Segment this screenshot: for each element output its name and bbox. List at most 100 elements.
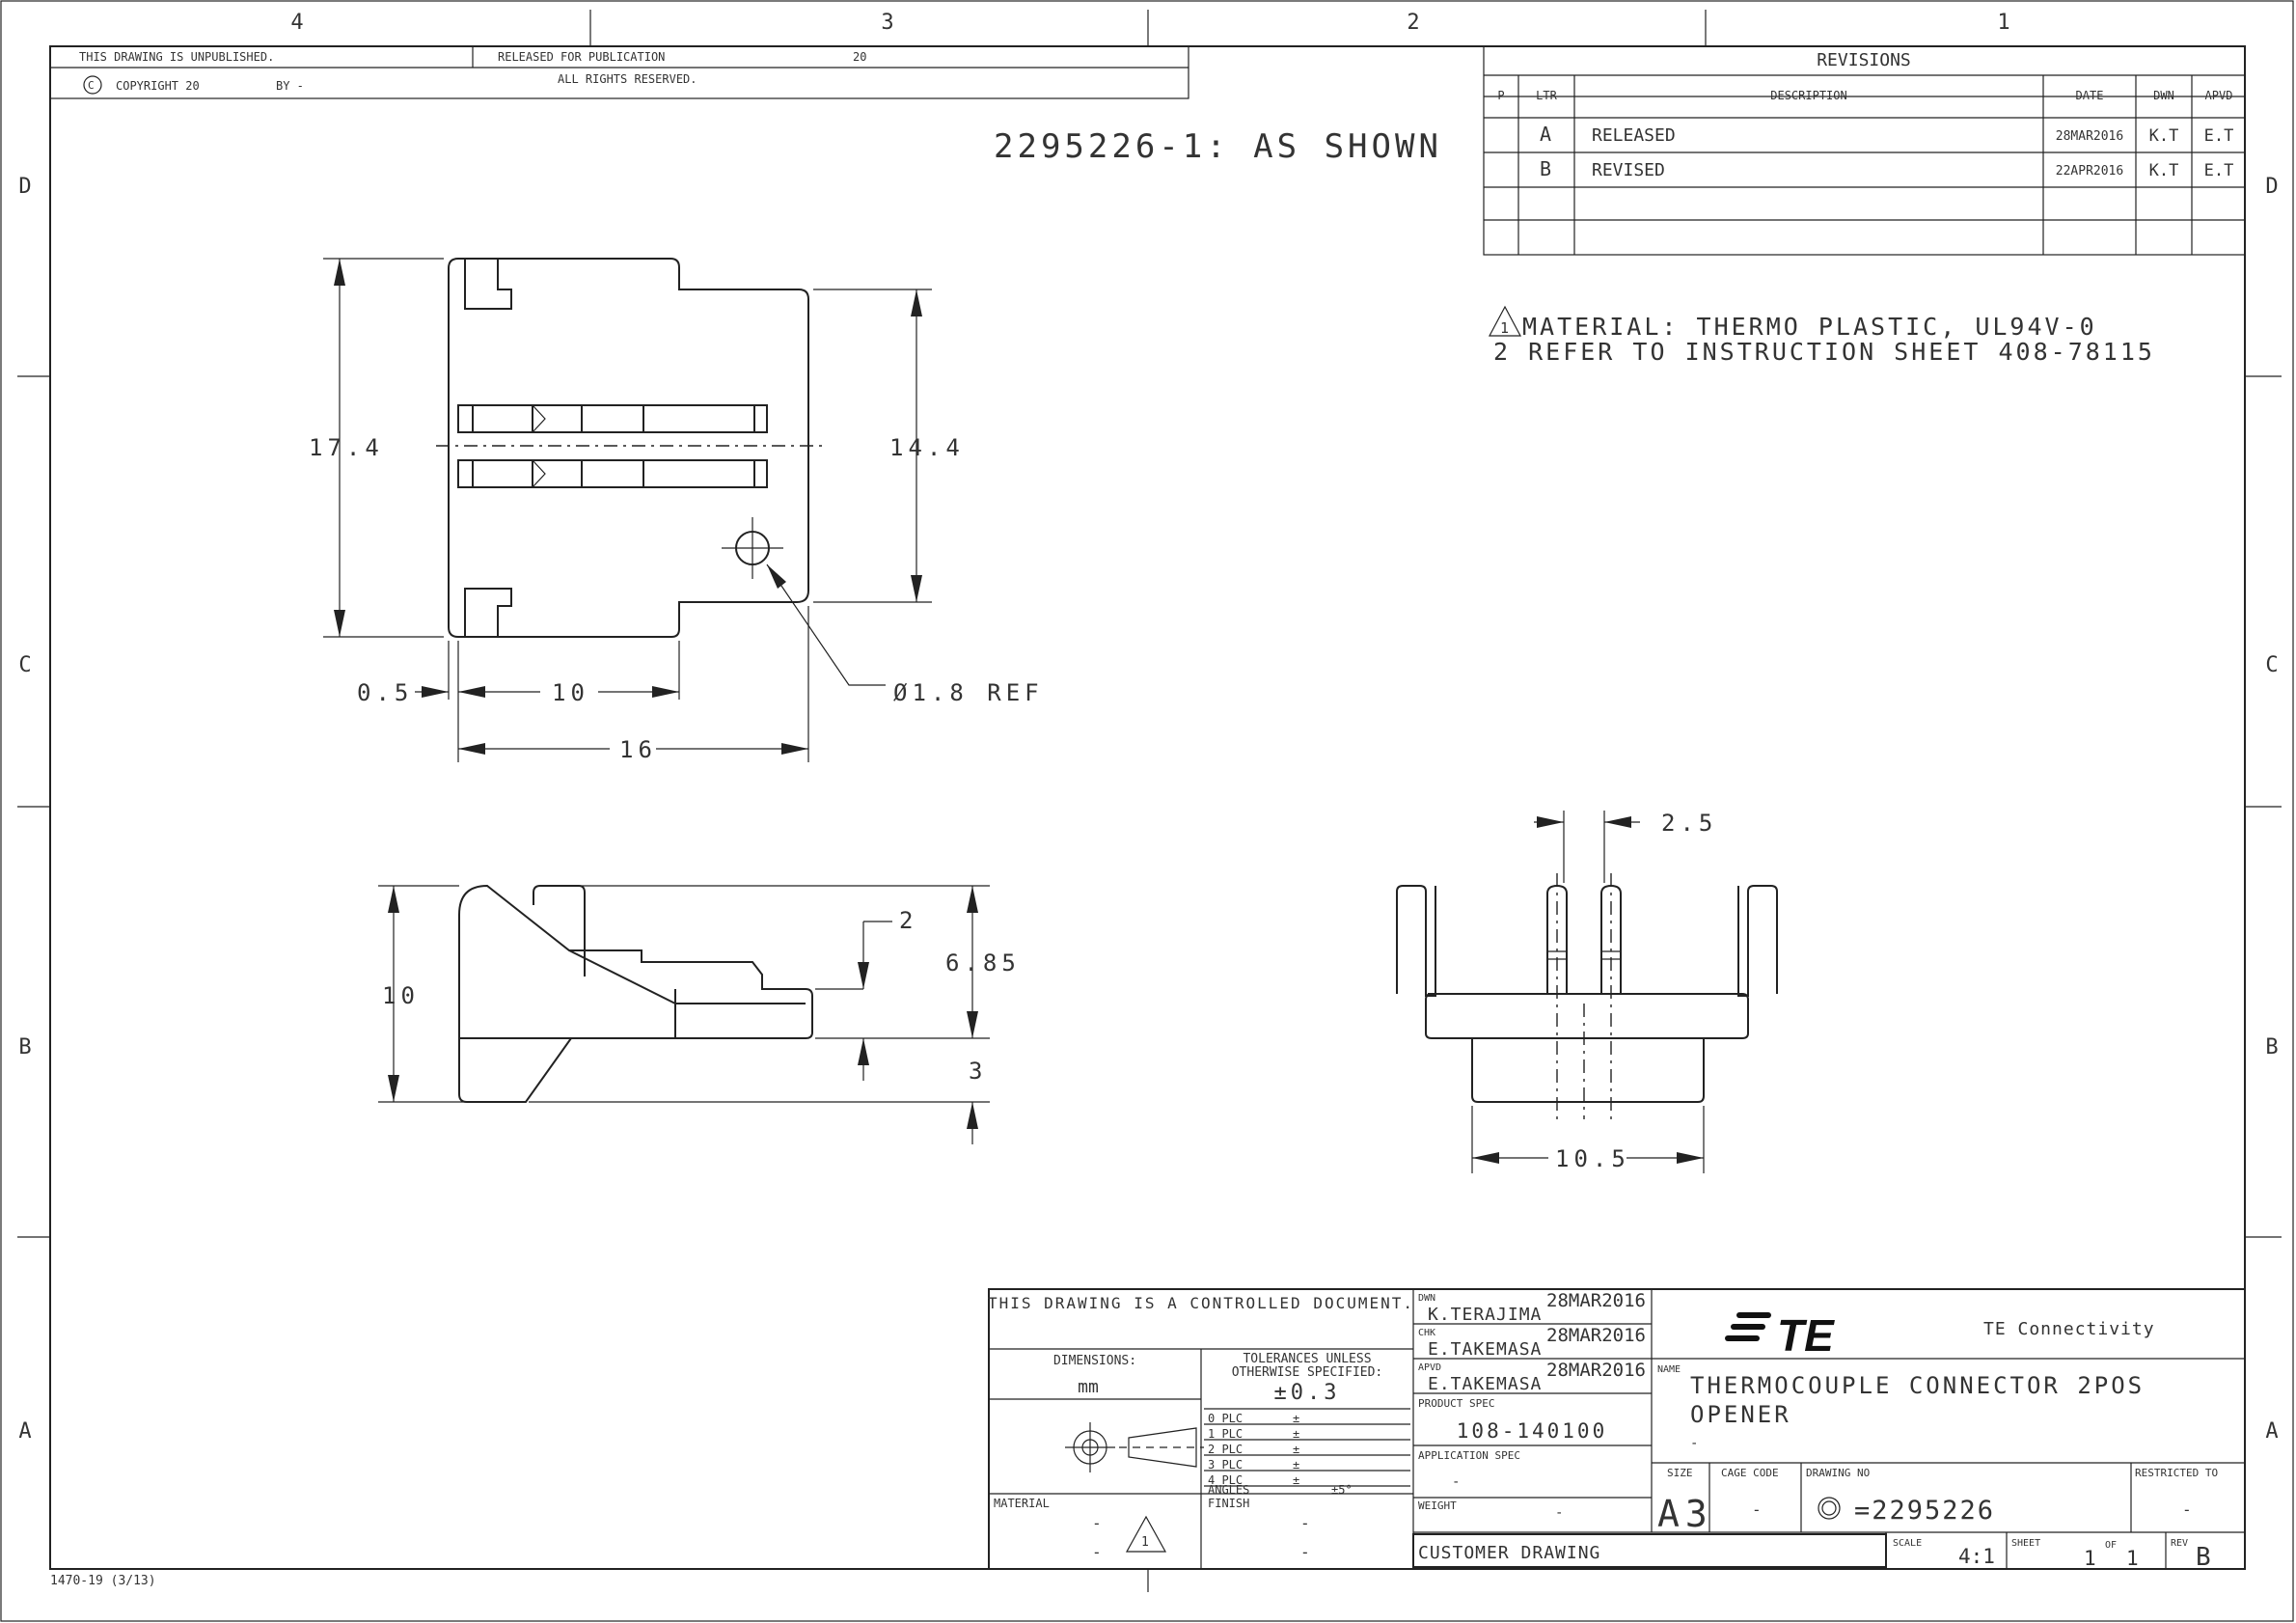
tolerances-label-1: TOLERANCES UNLESS bbox=[1243, 1352, 1371, 1366]
scale-label: SCALE bbox=[1893, 1538, 1922, 1549]
restricted-value: - bbox=[2182, 1500, 2192, 1519]
end-view bbox=[1396, 884, 1778, 1103]
zone-row-d-left: D bbox=[18, 175, 31, 199]
application-spec-label: APPLICATION SPEC bbox=[1418, 1449, 1520, 1462]
rev-col-p: P bbox=[1497, 89, 1504, 102]
projection-symbol-icon bbox=[1065, 1422, 1204, 1472]
plc-2-value: ± bbox=[1293, 1443, 1299, 1456]
rev-a-date: 28MAR2016 bbox=[2056, 129, 2123, 144]
zone-col-2: 2 bbox=[1407, 11, 1419, 35]
part-name-line3: - bbox=[1690, 1436, 1698, 1451]
of-label: OF bbox=[2105, 1540, 2117, 1551]
dim-14-4: 14.4 bbox=[889, 434, 965, 461]
end-dim-2-5: 2.5 bbox=[1661, 810, 1717, 837]
sheet-label: SHEET bbox=[2011, 1538, 2040, 1549]
dwn-name: K.TERAJIMA bbox=[1428, 1305, 1542, 1325]
rev-col-ltr: LTR bbox=[1536, 89, 1557, 102]
product-spec-label: PRODUCT SPEC bbox=[1418, 1397, 1494, 1410]
scale-value: 4:1 bbox=[1958, 1545, 1995, 1568]
plc-1-value: ± bbox=[1293, 1427, 1299, 1441]
plc-0-label: 0 PLC bbox=[1208, 1412, 1243, 1425]
material-note-triangle bbox=[1125, 1515, 1167, 1553]
rev-b-dwn: K.T bbox=[2149, 161, 2179, 180]
dim-hole: Ø1.8 REF bbox=[893, 679, 1044, 706]
revisions-table bbox=[1483, 45, 2246, 256]
te-logo-icon bbox=[1725, 1312, 1771, 1341]
rev-b-date: 22APR2016 bbox=[2056, 164, 2123, 179]
header-strip bbox=[49, 45, 1189, 99]
plc-0-value: ± bbox=[1293, 1412, 1299, 1425]
angles-label: ANGLES bbox=[1208, 1483, 1249, 1497]
note1-number: 1 bbox=[1500, 319, 1512, 337]
side-dim-3: 3 bbox=[969, 1058, 987, 1085]
side-view bbox=[458, 884, 813, 1103]
apvd-label: APVD bbox=[1418, 1362, 1441, 1373]
side-dim-2: 2 bbox=[899, 907, 917, 934]
released-text: RELEASED FOR PUBLICATION bbox=[498, 50, 665, 64]
unpublished-text: THIS DRAWING IS UNPUBLISHED. bbox=[79, 50, 274, 64]
note1-text: MATERIAL: THERMO PLASTIC, UL94V-0 bbox=[1522, 313, 2097, 341]
note2-text: 2 REFER TO INSTRUCTION SHEET 408-78115 bbox=[1493, 338, 2155, 366]
rev-a-ltr: A bbox=[1540, 123, 1551, 146]
dwn-label: DWN bbox=[1418, 1293, 1435, 1304]
company-name: TE Connectivity bbox=[1983, 1319, 2155, 1339]
apvd-name: E.TAKEMASA bbox=[1428, 1374, 1542, 1394]
copyright-text: COPYRIGHT 20 bbox=[116, 79, 200, 93]
material-note-number: 1 bbox=[1141, 1535, 1149, 1550]
inner-border bbox=[49, 45, 2246, 1570]
application-spec-value: - bbox=[1452, 1474, 1460, 1490]
rev-b-desc: REVISED bbox=[1592, 160, 1665, 180]
plc-3-label: 3 PLC bbox=[1208, 1458, 1243, 1472]
rev-col-date: DATE bbox=[2076, 89, 2104, 102]
drawing-no-copyright-inner bbox=[1821, 1500, 1837, 1516]
end-dim-10-5: 10.5 bbox=[1555, 1145, 1630, 1172]
of-value: 1 bbox=[2126, 1547, 2139, 1570]
dwn-date: 28MAR2016 bbox=[1546, 1290, 1646, 1311]
rev-b-ltr: B bbox=[1540, 157, 1551, 180]
zone-row-c-left: C bbox=[18, 653, 31, 677]
rev-b-apvd: E.T bbox=[2204, 161, 2234, 180]
zone-row-a-right: A bbox=[2265, 1419, 2278, 1444]
top-view-arrows bbox=[334, 259, 922, 755]
zone-row-a-left: A bbox=[18, 1419, 31, 1444]
product-spec-value: 108-140100 bbox=[1457, 1419, 1607, 1443]
material-label: MATERIAL bbox=[994, 1497, 1050, 1510]
plc-4-label: 4 PLC bbox=[1208, 1473, 1243, 1487]
zone-ticks bbox=[17, 10, 2282, 1592]
zone-col-3: 3 bbox=[881, 11, 893, 35]
plc-1-label: 1 PLC bbox=[1208, 1427, 1243, 1441]
name-label: NAME bbox=[1657, 1364, 1681, 1375]
zone-row-b-left: B bbox=[18, 1035, 31, 1059]
apvd-date: 28MAR2016 bbox=[1546, 1360, 1646, 1381]
title-block-lines bbox=[988, 1288, 2246, 1570]
material-value-1: - bbox=[1092, 1514, 1102, 1532]
material-value-2: - bbox=[1092, 1543, 1102, 1561]
part-name-line2: OPENER bbox=[1690, 1401, 1791, 1428]
dimensions-unit: mm bbox=[1078, 1377, 1099, 1397]
form-number: 1470-19 (3/13) bbox=[50, 1574, 156, 1588]
part-name-line1: THERMOCOUPLE CONNECTOR 2POS bbox=[1690, 1372, 2145, 1399]
drawing-no-value: =2295226 bbox=[1854, 1496, 1995, 1526]
zone-row-b-right: B bbox=[2265, 1035, 2278, 1059]
note-flag-triangle bbox=[1489, 305, 1521, 337]
angles-value: ±5° bbox=[1331, 1483, 1353, 1497]
end-view-arrows bbox=[1472, 816, 1704, 1164]
controlled-doc-text: THIS DRAWING IS A CONTROLLED DOCUMENT. bbox=[988, 1294, 1414, 1312]
end-view-details bbox=[1471, 811, 1705, 1173]
chk-date: 28MAR2016 bbox=[1546, 1325, 1646, 1346]
weight-label: WEIGHT bbox=[1418, 1499, 1457, 1512]
rev-a-desc: RELEASED bbox=[1592, 125, 1676, 146]
cage-code-value: - bbox=[1752, 1500, 1762, 1519]
chk-label: CHK bbox=[1418, 1328, 1435, 1338]
cage-code-label: CAGE CODE bbox=[1721, 1467, 1779, 1479]
rev-col-apvd: APVD bbox=[2205, 89, 2233, 102]
tolerances-label-2: OTHERWISE SPECIFIED: bbox=[1232, 1365, 1383, 1380]
size-value: A3 bbox=[1657, 1493, 1713, 1535]
dim-17-4: 17.4 bbox=[309, 434, 384, 461]
size-label: SIZE bbox=[1667, 1467, 1693, 1479]
weight-value: - bbox=[1555, 1505, 1563, 1521]
zone-col-4: 4 bbox=[290, 11, 303, 35]
top-view bbox=[448, 258, 809, 638]
side-view-arrows bbox=[388, 886, 978, 1129]
